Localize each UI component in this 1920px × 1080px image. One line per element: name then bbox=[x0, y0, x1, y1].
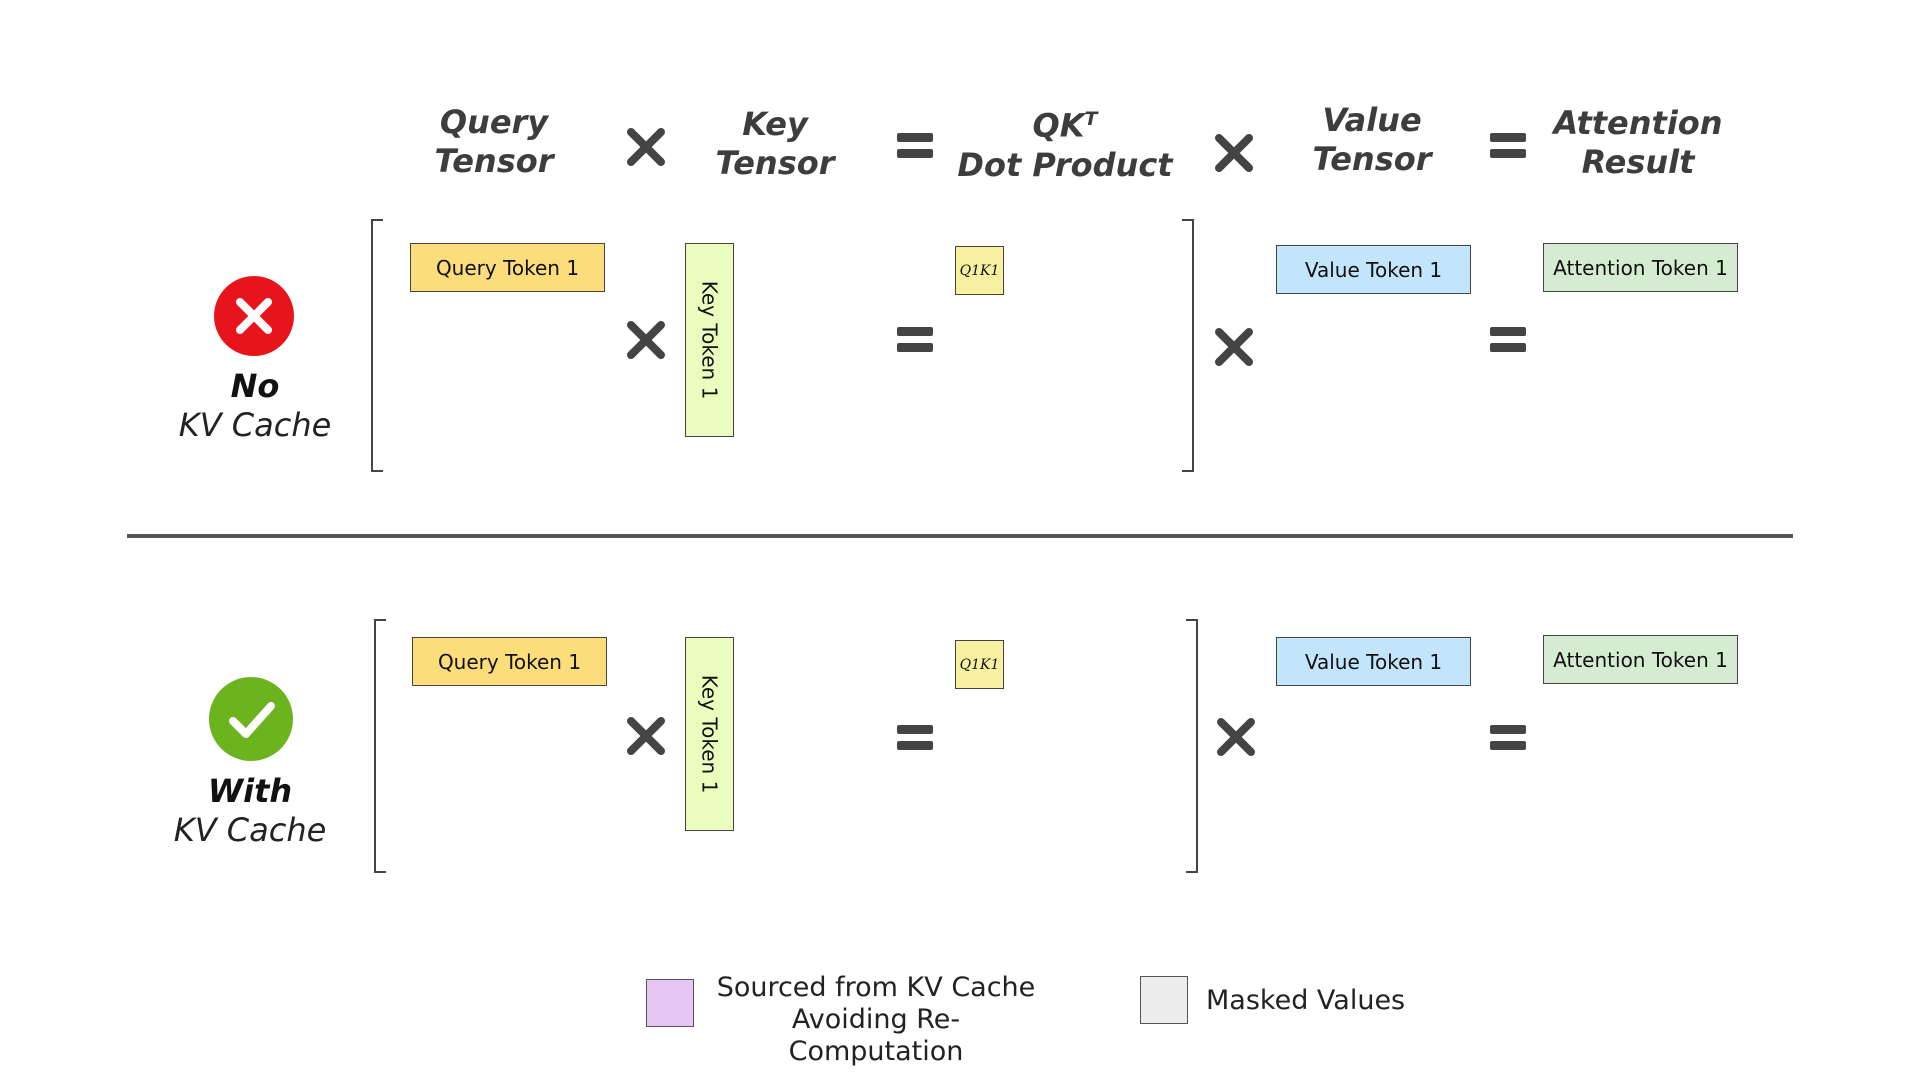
equals-icon bbox=[897, 327, 933, 352]
header-key-tensor: Key Tensor bbox=[655, 105, 895, 183]
attention-token-label: Attention Token 1 bbox=[1553, 255, 1728, 280]
legend-kv-line2: Avoiding Re-Computation bbox=[788, 1004, 964, 1067]
row2-label-italic: KV Cache bbox=[173, 811, 327, 849]
header-key-line1: Key bbox=[742, 105, 808, 143]
multiply-icon bbox=[627, 717, 665, 755]
key-token-label: Key Token 1 bbox=[697, 280, 722, 400]
header-attention-line2: Result bbox=[1581, 143, 1695, 181]
bracket-right bbox=[1182, 219, 1194, 472]
header-qkt-superscript: T bbox=[1084, 108, 1098, 130]
multiply-icon bbox=[627, 128, 665, 166]
row1-label-bold: No bbox=[230, 367, 280, 405]
multiply-icon bbox=[1215, 328, 1253, 366]
qk-product-cell: Q1K1 bbox=[955, 246, 1004, 295]
query-token-label: Query Token 1 bbox=[437, 649, 582, 674]
legend-swatch-kv-cache bbox=[646, 979, 694, 1027]
key-token: Key Token 1 bbox=[685, 637, 734, 831]
value-token-label: Value Token 1 bbox=[1304, 649, 1443, 674]
header-query-line2: Tensor bbox=[434, 142, 554, 180]
header-value-tensor: Value Tensor bbox=[1252, 101, 1492, 179]
equals-icon bbox=[1490, 327, 1526, 352]
attention-token: Attention Token 1 bbox=[1543, 243, 1738, 292]
multiply-icon bbox=[627, 321, 665, 359]
value-token: Value Token 1 bbox=[1276, 637, 1471, 686]
cross-circle-icon bbox=[214, 276, 294, 356]
legend-kv-line1: Sourced from KV Cache bbox=[716, 972, 1036, 1003]
header-query-line1: Query bbox=[439, 103, 549, 141]
section-divider bbox=[127, 534, 1793, 538]
header-key-line2: Tensor bbox=[715, 144, 835, 182]
row2-label-bold: With bbox=[207, 772, 293, 810]
attention-token-label: Attention Token 1 bbox=[1553, 647, 1728, 672]
qk-product-cell: Q1K1 bbox=[955, 640, 1004, 689]
row1-label-italic: KV Cache bbox=[178, 406, 332, 444]
bracket-left bbox=[371, 219, 383, 472]
qk-cell-label: Q1K1 bbox=[959, 656, 1000, 673]
query-token: Query Token 1 bbox=[410, 243, 605, 292]
qk-cell-label: Q1K1 bbox=[959, 262, 1000, 279]
multiply-icon bbox=[1215, 134, 1253, 172]
query-token: Query Token 1 bbox=[412, 637, 607, 686]
header-qkt-line1: QKT bbox=[940, 100, 1190, 146]
legend-label-masked: Masked Values bbox=[1206, 985, 1406, 1016]
legend-label-kv-cache: Sourced from KV Cache Avoiding Re-Comput… bbox=[706, 972, 1046, 1068]
key-token: Key Token 1 bbox=[685, 243, 734, 437]
header-attention-line1: Attention bbox=[1553, 104, 1723, 142]
equals-icon bbox=[1490, 725, 1526, 750]
key-token-label: Key Token 1 bbox=[697, 674, 722, 794]
equals-icon bbox=[1490, 133, 1526, 158]
header-query-tensor: Query Tensor bbox=[374, 103, 614, 181]
value-token: Value Token 1 bbox=[1276, 245, 1471, 294]
check-circle-icon bbox=[209, 677, 293, 761]
value-token-label: Value Token 1 bbox=[1304, 257, 1443, 282]
header-qkt-dot-product: QKT Dot Product bbox=[940, 100, 1190, 185]
equals-icon bbox=[897, 725, 933, 750]
header-qkt-symbol: QK bbox=[1032, 106, 1085, 145]
header-attention-result: Attention Result bbox=[1518, 104, 1758, 182]
header-value-line2: Tensor bbox=[1312, 140, 1432, 178]
equals-icon bbox=[897, 133, 933, 158]
query-token-label: Query Token 1 bbox=[435, 255, 580, 280]
multiply-icon bbox=[1217, 718, 1255, 756]
attention-token: Attention Token 1 bbox=[1543, 635, 1738, 684]
header-qkt-line2: Dot Product bbox=[957, 145, 1173, 184]
bracket-right bbox=[1186, 619, 1198, 873]
legend-swatch-masked bbox=[1140, 976, 1188, 1024]
bracket-left bbox=[374, 619, 386, 873]
header-value-line1: Value bbox=[1322, 101, 1422, 139]
